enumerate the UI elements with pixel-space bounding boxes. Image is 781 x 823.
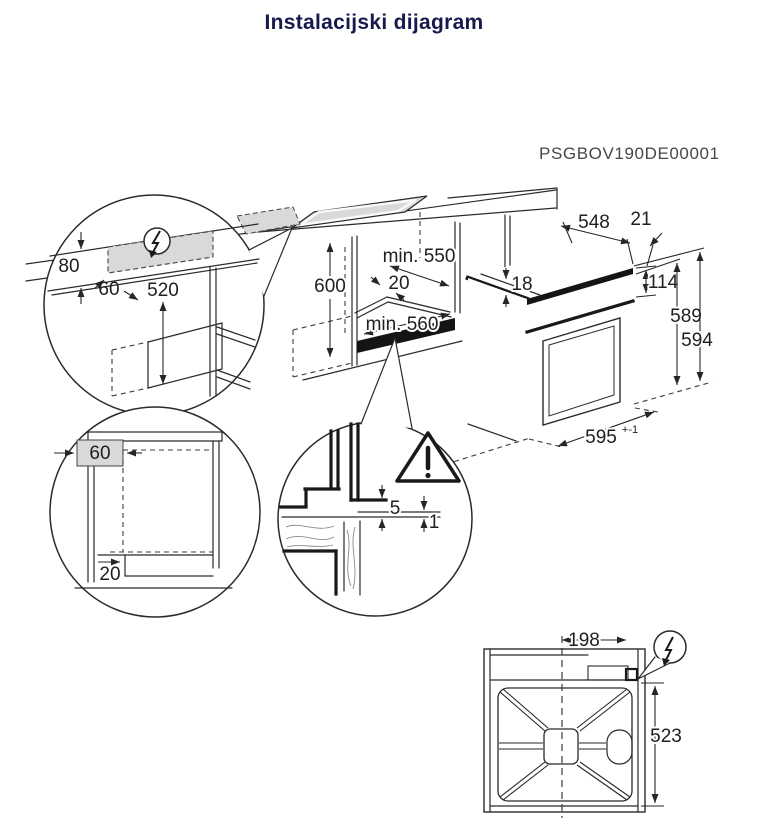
cabinet-niche: 600 min. 550 20 min. 560 xyxy=(292,212,511,381)
dim-niche-rear-gap: 20 xyxy=(388,273,409,294)
dim-oven-depth: 548 xyxy=(578,212,610,233)
model-code: PSGBOV190DE00001 xyxy=(539,144,720,163)
oven-door-window xyxy=(542,317,621,426)
page-title: Instalacijski dijagram xyxy=(264,11,483,34)
warning-triangle-icon xyxy=(395,431,461,483)
dim-niche-height: 600 xyxy=(314,276,346,297)
dim-oven-height-outer: 594 xyxy=(681,330,713,351)
dim-plinth-recess: 20 xyxy=(99,564,120,585)
dim-worktop-gap: 1 xyxy=(429,512,440,533)
dim-niche-min-width: min. 560 xyxy=(366,314,439,335)
dim-mains-offset: 198 xyxy=(568,630,600,651)
dim-oven-width: 595 xyxy=(585,427,617,448)
dim-oven-rear-clearance: 21 xyxy=(630,209,651,230)
dim-depth-below-worktop: 520 xyxy=(147,280,179,301)
oven: 18 548 21 114 589 594 595 +-1 xyxy=(436,209,715,468)
mains-connection-box xyxy=(587,665,629,681)
dim-oven-width-tolerance: +-1 xyxy=(622,424,638,436)
control-panel-divider xyxy=(525,299,635,334)
junction-box-location xyxy=(236,206,301,235)
oven-rear-view: 198 523 xyxy=(483,628,687,818)
dim-top-offset: 60 xyxy=(89,443,110,464)
oven-top-trim xyxy=(527,268,633,305)
ventilation-gap-detail: 5 1 xyxy=(277,337,473,617)
main-isometric-view: 600 min. 550 20 min. 560 18 xyxy=(25,187,715,468)
callout-tail xyxy=(361,338,412,428)
dim-niche-min-depth: min. 550 xyxy=(383,246,456,267)
dim-edge-offset: 60 xyxy=(98,279,119,300)
rear-cross-bracing xyxy=(499,688,631,801)
oven-foot xyxy=(465,417,521,447)
electrical-connection-detail: 80 60 520 xyxy=(43,194,293,416)
dim-counter-front-height: 80 xyxy=(58,256,79,277)
dim-oven-height-inner: 589 xyxy=(670,306,702,327)
hob-cutout xyxy=(236,195,428,235)
dim-mains-height: 523 xyxy=(650,726,682,747)
lightning-bolt-icon xyxy=(143,227,171,258)
dim-panel-gap: 5 xyxy=(390,498,401,519)
plinth-side-view-detail: 60 20 xyxy=(49,406,261,618)
lightning-bolt-icon xyxy=(637,630,687,680)
mains-terminal xyxy=(624,667,639,682)
dim-oven-top-clearance: 18 xyxy=(511,274,532,295)
dim-oven-panel-height: 114 xyxy=(648,272,679,293)
